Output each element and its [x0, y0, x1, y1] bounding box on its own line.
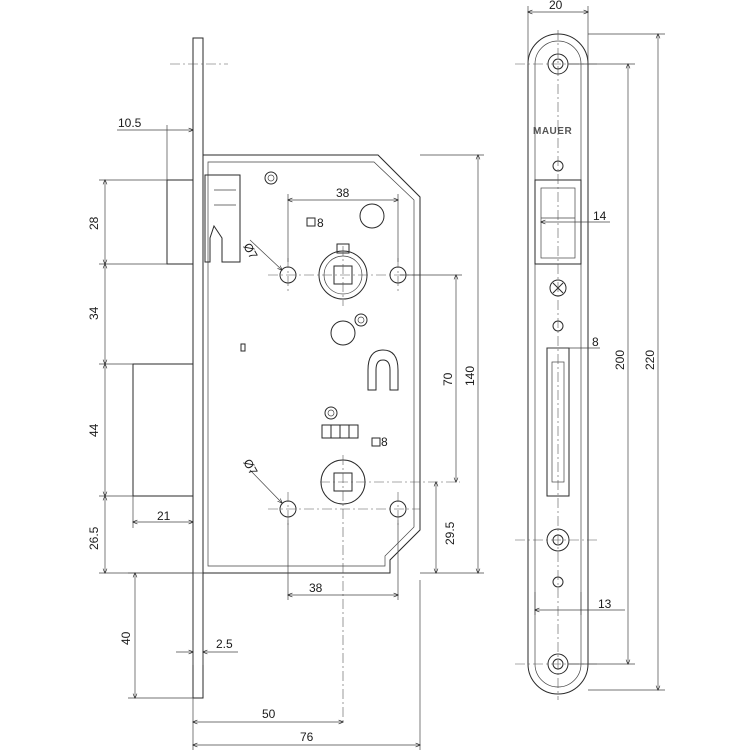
side-view-dimensions: 10.5 28 34 44 26.5 21 38 8 Ø7 8 Ø7 — [87, 116, 484, 750]
mid-spindle — [330, 320, 356, 346]
dim-21: 21 — [157, 509, 171, 523]
dim-26-5: 26.5 — [87, 526, 101, 550]
case-screw-1 — [264, 171, 278, 185]
dim-d7-top: Ø7 — [240, 241, 260, 262]
dim-44: 44 — [87, 423, 101, 437]
dim-34: 34 — [87, 306, 101, 320]
dim-14: 14 — [593, 209, 607, 223]
lock-case — [202, 154, 421, 574]
dim-38-top: 38 — [336, 186, 350, 200]
front-view-dimensions: 20 14 8 13 200 220 — [528, 0, 665, 690]
case-screw-2 — [354, 313, 368, 327]
top-square-symbol — [306, 217, 316, 227]
lock-case-inner — [207, 161, 415, 567]
latch-mechanism-lines — [214, 189, 236, 206]
dim-38-bottom: 38 — [309, 581, 323, 595]
dim-220: 220 — [643, 350, 657, 370]
dim-8: 8 — [592, 335, 599, 349]
dim-20: 20 — [549, 0, 563, 12]
dim-29-5: 29.5 — [443, 521, 457, 545]
dim-70: 70 — [441, 372, 455, 386]
dim-d7-bottom: Ø7 — [240, 457, 260, 478]
side-view — [132, 37, 460, 725]
front-view: MAUER — [515, 30, 600, 700]
dim-2-5: 2.5 — [216, 637, 233, 651]
dim-50: 50 — [262, 707, 276, 721]
latch-mechanism — [204, 174, 241, 263]
dim-76: 76 — [300, 730, 314, 744]
bolt-tongue — [321, 424, 359, 439]
small-slot — [240, 343, 246, 352]
latch-bolt — [166, 179, 194, 265]
top-case-hole — [359, 203, 385, 229]
bottom-square-symbol — [371, 437, 381, 447]
dim-sq8-bottom: 8 — [381, 435, 388, 449]
faceplate-side — [192, 37, 204, 699]
dim-140: 140 — [463, 366, 477, 386]
cam — [367, 349, 399, 391]
dim-13: 13 — [598, 597, 612, 611]
case-screw-3 — [324, 406, 338, 420]
dim-sq8-top: 8 — [317, 216, 324, 230]
dim-40: 40 — [119, 631, 133, 645]
dead-bolt — [132, 363, 194, 497]
dim-200: 200 — [613, 350, 627, 370]
dim-28: 28 — [87, 216, 101, 230]
brand-mark: MAUER — [533, 126, 572, 137]
dim-10-5: 10.5 — [118, 116, 142, 130]
